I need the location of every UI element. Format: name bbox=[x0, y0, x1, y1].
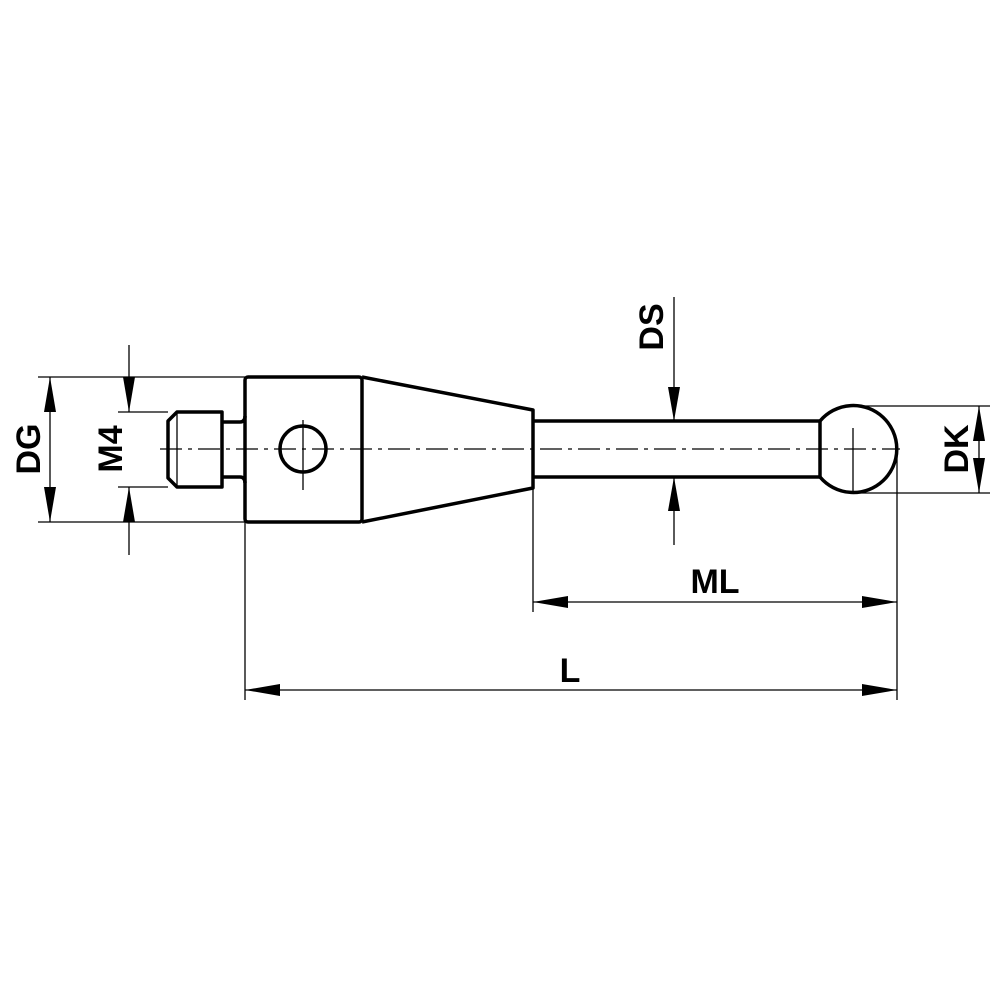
dg-dimension bbox=[38, 376, 245, 523]
ds-label: DS bbox=[633, 303, 671, 350]
l-dimension bbox=[244, 522, 897, 700]
m4-dimension bbox=[118, 345, 168, 555]
dk-dimension bbox=[853, 405, 990, 494]
l-label: L bbox=[560, 652, 581, 690]
ds-dimension bbox=[668, 297, 680, 545]
ml-dimension bbox=[532, 455, 898, 700]
stylus-body bbox=[243, 375, 364, 524]
dg-label: DG bbox=[10, 424, 48, 475]
stylus-ball bbox=[818, 403, 899, 495]
stylus-stem bbox=[533, 419, 822, 479]
ml-label: ML bbox=[690, 563, 739, 601]
taper-section bbox=[361, 375, 535, 524]
m4-label: M4 bbox=[92, 425, 130, 472]
dk-label: DK bbox=[938, 424, 976, 474]
